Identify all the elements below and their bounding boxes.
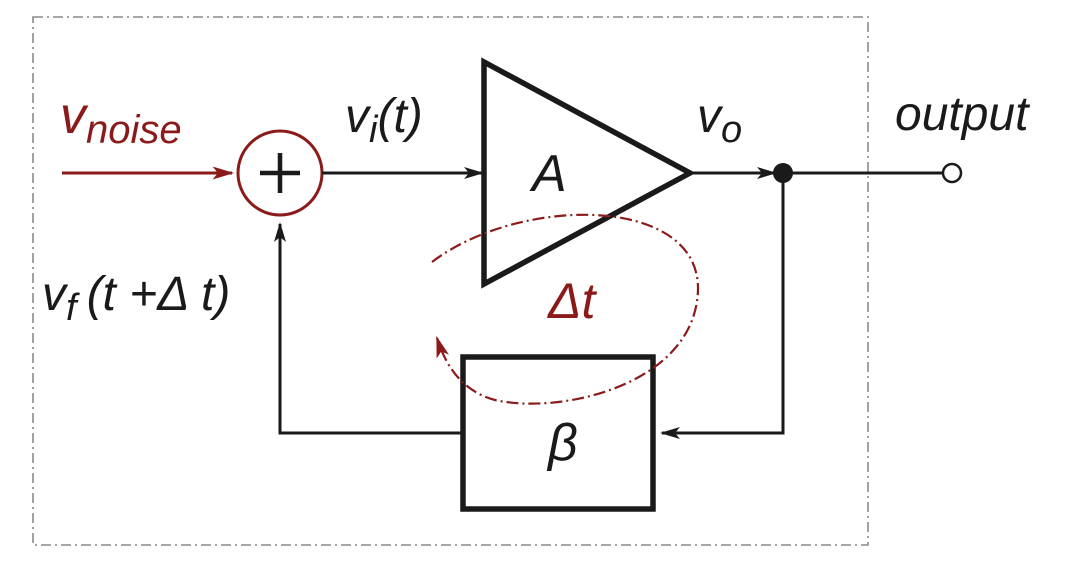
amplifier-gain-label: A xyxy=(529,145,567,203)
output-signal-label: vo xyxy=(697,90,742,151)
plus-circle-icon xyxy=(236,129,324,217)
system-boundary-frame xyxy=(32,16,869,546)
feedback-signal-label: vf(t +Δ t) xyxy=(42,268,230,329)
delay-label: Δt xyxy=(547,273,598,329)
feedback-factor-label: β xyxy=(546,414,578,472)
feedback-sense-line xyxy=(660,173,785,439)
delay-loop xyxy=(431,213,700,405)
open-circle-icon xyxy=(941,162,963,184)
output-label: output xyxy=(895,88,1030,141)
noise-label: vnoise xyxy=(60,87,182,152)
feedback-return-line xyxy=(274,222,463,435)
input-signal-label: vi(t) xyxy=(345,90,423,151)
amplifier-triangle xyxy=(481,57,696,289)
